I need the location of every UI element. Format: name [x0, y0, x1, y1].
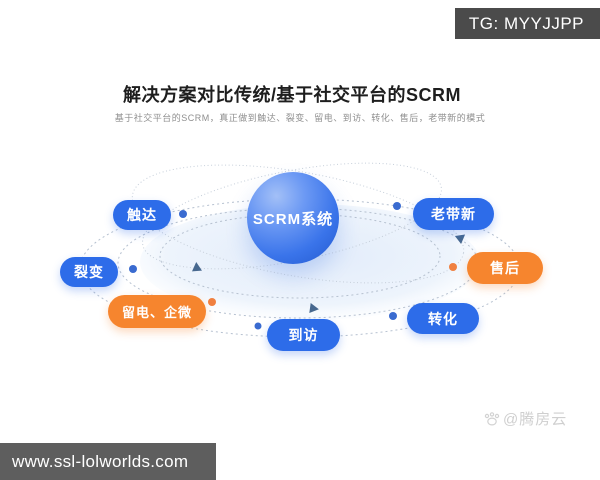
- paw-icon: [484, 411, 500, 426]
- glow-disc-shape: [140, 204, 480, 320]
- website-badge: www.ssl-lolworlds.com: [0, 443, 216, 480]
- scrm-center-sphere: SCRM系统: [247, 172, 339, 264]
- node-conversion-pill: 转化: [407, 303, 479, 334]
- node-aftersale-pill: 售后: [467, 252, 543, 284]
- tg-handle-badge: TG: MYYJJPP: [454, 8, 600, 39]
- watermark-text: @腾房云: [503, 411, 568, 428]
- page-subtitle: 基于社交平台的SCRM，真正做到触达、裂变、留电、到访、转化、售后，老带新的模式: [114, 113, 486, 123]
- node-referral-pill: 老带新: [413, 198, 494, 230]
- page-title: 解决方案对比传统/基于社交平台的SCRM: [123, 85, 461, 105]
- node-visit-pill: 到访: [267, 319, 340, 351]
- tilted-orbit-rings: [131, 162, 465, 284]
- node-reach-pill: 触达: [113, 200, 171, 230]
- orbit-arrowheads: [192, 234, 466, 313]
- watermark: @腾房云: [483, 408, 567, 429]
- node-fission-pill: 裂变: [60, 257, 118, 287]
- orbit-waypoint-dots: [129, 202, 457, 330]
- node-lead-wecom-pill: 留电、企微: [108, 295, 206, 328]
